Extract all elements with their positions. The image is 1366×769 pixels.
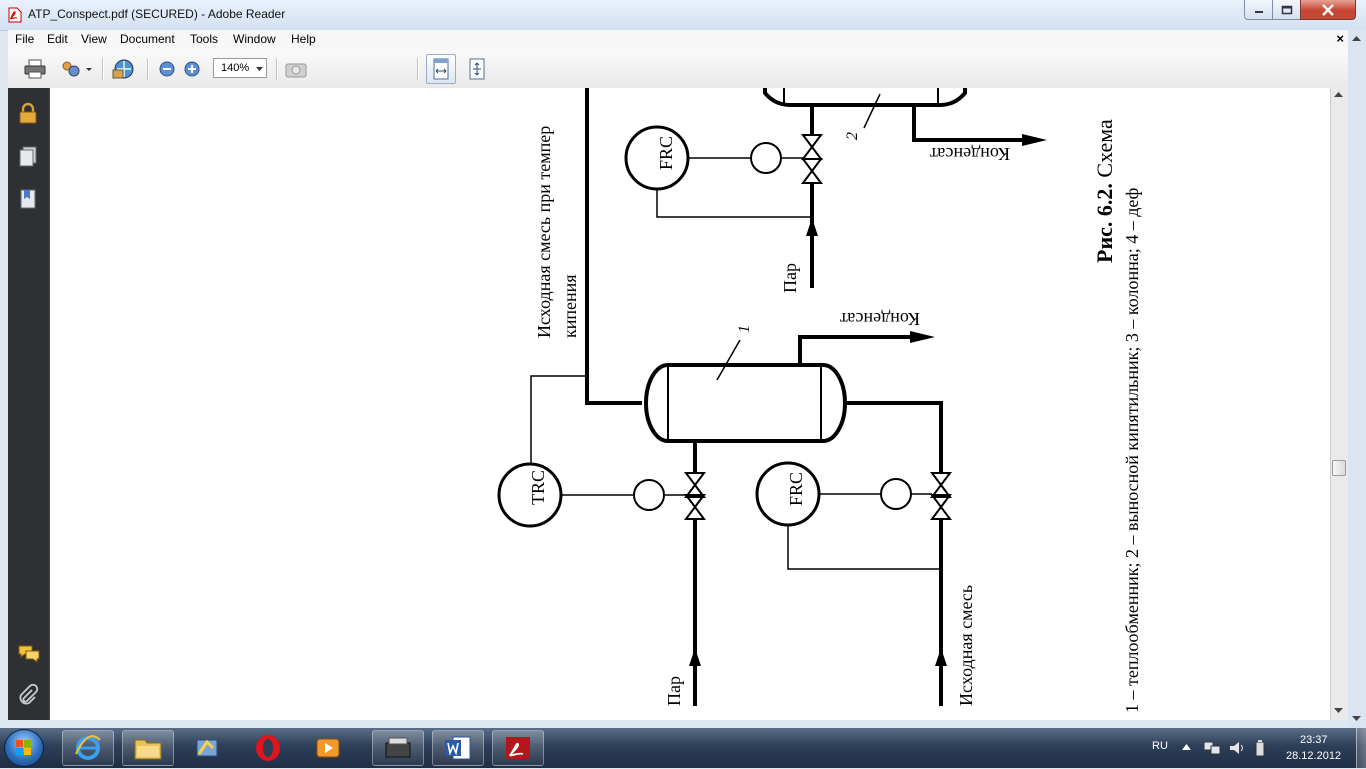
zoom-field[interactable]: 140% <box>213 58 267 78</box>
trc-label: TRC <box>528 470 548 505</box>
zoom-in-button[interactable] <box>183 57 201 81</box>
label-condensate-top: Конденсат <box>930 144 1010 164</box>
scanner-icon <box>385 737 411 758</box>
maximize-button[interactable] <box>1272 0 1300 20</box>
window-frame-right <box>1348 30 1366 728</box>
application-icon <box>196 739 218 757</box>
scroll-thumb[interactable] <box>1332 460 1346 476</box>
label-steam-top: Пар <box>780 263 800 293</box>
taskbar: RU 23:37 28.12.2012 <box>0 728 1366 768</box>
zoom-out-button[interactable] <box>158 57 176 81</box>
label-feed-boiling: Исходная смесь при темпер <box>534 126 554 338</box>
word-icon <box>445 736 471 760</box>
scroll-up-icon[interactable] <box>1334 92 1344 98</box>
fit-page-button[interactable] <box>464 57 490 81</box>
internet-explorer-icon <box>75 735 101 760</box>
menu-help[interactable]: Help <box>291 32 316 46</box>
taskbar-internet-explorer[interactable] <box>62 730 114 766</box>
label-2: 2 <box>844 132 861 140</box>
scroll-up-icon[interactable] <box>1352 36 1362 42</box>
close-button[interactable] <box>1300 0 1356 20</box>
bookmarks-icon[interactable] <box>17 188 39 210</box>
scroll-down-icon[interactable] <box>1334 708 1344 714</box>
menu-edit[interactable]: Edit <box>47 32 68 46</box>
menu-view[interactable]: View <box>81 32 107 46</box>
label-steam-bottom: Пар <box>664 676 684 706</box>
zoom-out-icon <box>159 61 175 77</box>
figure-legend: 1 – теплообменник; 2 – выносной кипятиль… <box>1122 188 1142 713</box>
attachments-icon[interactable] <box>17 684 39 706</box>
language-indicator[interactable]: RU <box>1152 740 1168 752</box>
pages-icon[interactable] <box>17 146 39 168</box>
taskbar-media-player[interactable] <box>302 730 354 766</box>
navigation-panel <box>8 88 48 720</box>
adobe-reader-icon <box>506 737 530 759</box>
collaborate-icon <box>112 59 134 79</box>
snapshot-button[interactable] <box>284 57 308 81</box>
label-boiling: кипения <box>560 274 580 338</box>
share-icon <box>62 61 92 77</box>
media-player-icon <box>316 738 340 758</box>
print-icon <box>24 59 46 79</box>
label-condensate-mid: Конденсат <box>840 309 920 329</box>
fit-page-icon <box>469 58 485 80</box>
snapshot-icon <box>285 63 307 78</box>
comments-icon[interactable] <box>17 644 41 664</box>
minimize-button[interactable] <box>1244 0 1272 20</box>
taskbar-word[interactable] <box>432 730 484 766</box>
menu-bar: File Edit View Document Tools Window Hel… <box>8 30 1350 50</box>
taskbar-application[interactable] <box>182 730 234 766</box>
window-title: ATP_Conspect.pdf (SECURED) - Adobe Reade… <box>28 7 286 21</box>
title-bar: ATP_Conspect.pdf (SECURED) - Adobe Reade… <box>0 0 1366 31</box>
print-button[interactable] <box>22 57 48 81</box>
minimize-icon <box>1254 10 1263 13</box>
frc-top-label: FRC <box>656 136 676 170</box>
show-hidden-icons-icon[interactable] <box>1182 743 1192 751</box>
collaborate-button[interactable] <box>110 57 138 81</box>
fit-width-icon <box>433 58 449 80</box>
vertical-scrollbar[interactable] <box>1330 88 1348 720</box>
zoom-in-icon <box>184 61 200 77</box>
pdf-page: 2 Конденсат Пар FRC Исходная смесь при т… <box>232 88 1330 720</box>
label-1: 1 <box>736 325 753 333</box>
close-icon <box>1322 3 1334 16</box>
folder-icon <box>134 739 162 760</box>
chevron-down-icon <box>256 67 263 71</box>
menu-window[interactable]: Window <box>233 32 276 46</box>
clock-date[interactable]: 28.12.2012 <box>1286 750 1342 762</box>
label-feed: Исходная смесь <box>956 585 976 706</box>
scroll-down-icon[interactable] <box>1352 716 1362 722</box>
opera-icon <box>256 735 280 761</box>
figure-caption: Рис. 6.2. Схема <box>1092 119 1117 263</box>
menu-file[interactable]: File <box>15 32 35 46</box>
battery-icon[interactable] <box>1254 739 1266 757</box>
taskbar-file-explorer[interactable] <box>122 730 174 766</box>
maximize-icon <box>1281 5 1292 14</box>
volume-icon[interactable] <box>1228 739 1246 757</box>
fit-width-button[interactable] <box>426 54 456 84</box>
toolbar: 140% <box>8 50 1350 89</box>
menu-document[interactable]: Document <box>120 32 175 46</box>
start-button[interactable] <box>4 729 44 767</box>
menu-tools[interactable]: Tools <box>190 32 219 46</box>
taskbar-opera[interactable] <box>242 730 294 766</box>
network-icon[interactable] <box>1203 739 1221 757</box>
clock-time[interactable]: 23:37 <box>1300 734 1328 746</box>
frc-bottom-label: FRC <box>786 472 806 506</box>
taskbar-scanner[interactable] <box>372 730 424 766</box>
process-diagram: 2 Конденсат Пар FRC Исходная смесь при т… <box>497 88 1142 713</box>
lock-icon[interactable] <box>17 102 39 124</box>
pdf-file-icon <box>8 7 22 23</box>
taskbar-adobe-reader[interactable] <box>492 730 544 766</box>
show-desktop-button[interactable] <box>1356 728 1366 768</box>
share-button[interactable] <box>58 57 94 81</box>
document-close-button[interactable]: × <box>1336 31 1344 46</box>
zoom-dropdown[interactable] <box>253 57 267 81</box>
windows-logo-icon <box>16 740 31 755</box>
